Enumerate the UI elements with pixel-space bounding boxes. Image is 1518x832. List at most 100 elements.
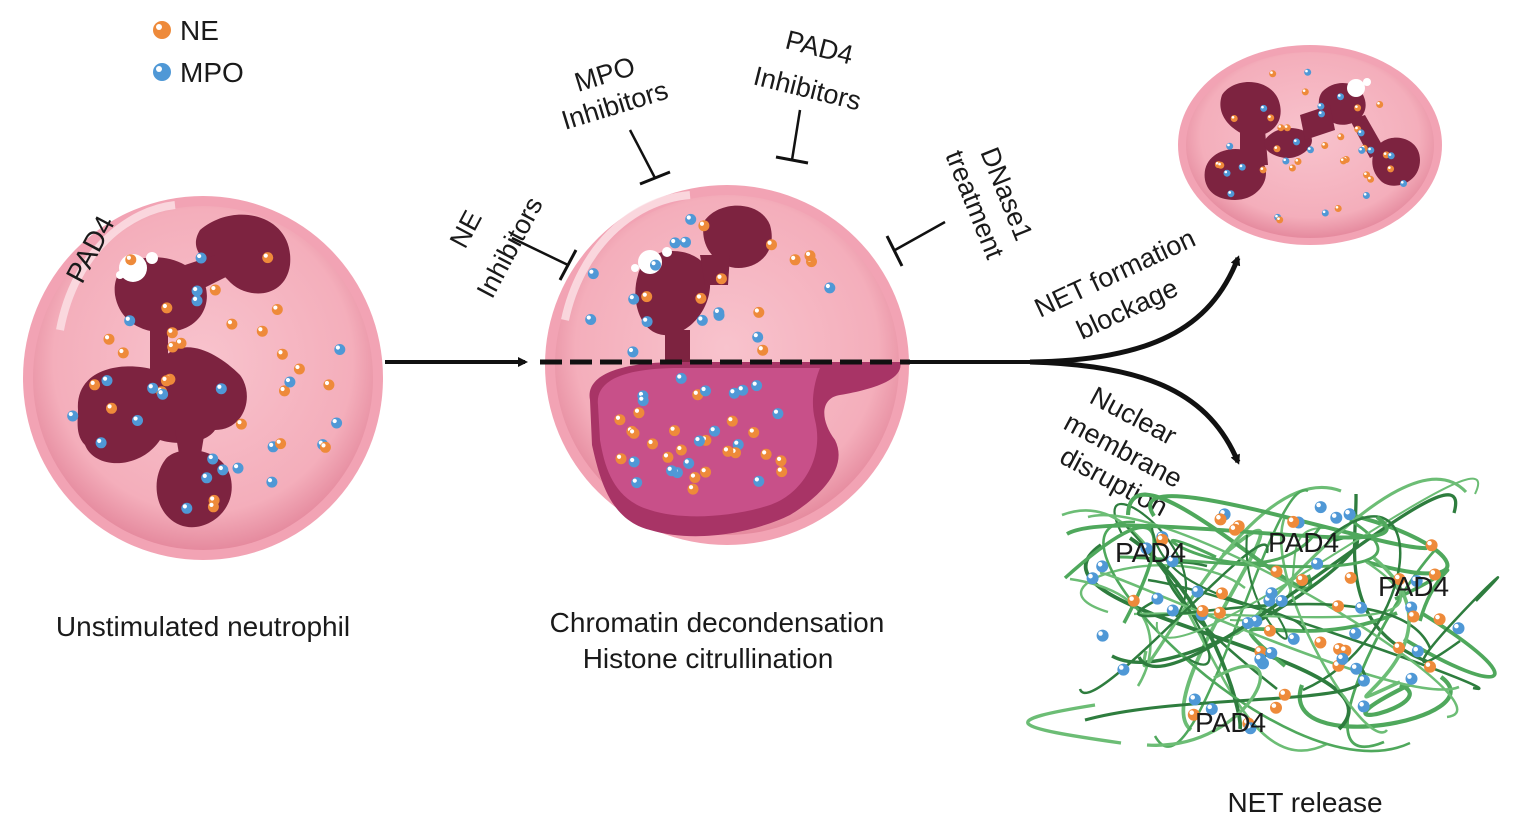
ne-granule xyxy=(614,414,626,426)
ne-granule xyxy=(1407,610,1420,623)
ne-granule xyxy=(1276,216,1284,224)
mpo-granule xyxy=(1227,190,1235,198)
pad4-inhibitor: PAD4 Inhibitors xyxy=(751,25,864,165)
mpo-granule xyxy=(147,382,159,394)
ne-granule xyxy=(1337,133,1345,141)
ne-granule xyxy=(775,455,787,467)
ne-granule xyxy=(175,337,187,349)
mpo-granule xyxy=(201,472,213,484)
net-pad4-label-1: PAD4 xyxy=(1115,537,1186,568)
mpo-granule xyxy=(284,376,296,388)
mpo-legend-label: MPO xyxy=(180,57,244,88)
mpo-granule xyxy=(232,462,244,474)
mpo-granule xyxy=(1188,693,1201,706)
net-strand xyxy=(1066,515,1389,540)
ne-granule xyxy=(753,306,765,318)
mpo-granule xyxy=(1405,672,1418,685)
net-strand xyxy=(1279,515,1389,734)
net-strand xyxy=(1136,599,1432,649)
mpo-granule xyxy=(680,236,691,248)
mpo-granule xyxy=(181,502,193,514)
ne-granule xyxy=(1214,513,1227,526)
ne-granule xyxy=(687,483,699,495)
mpo-granule xyxy=(1318,110,1325,118)
granules-activated xyxy=(585,213,836,495)
ne-granule xyxy=(1216,587,1228,600)
net-strand xyxy=(1233,477,1468,636)
ne-granule xyxy=(647,438,658,450)
mpo-granule xyxy=(1275,595,1288,607)
caption-net-release: NET release xyxy=(1227,787,1382,818)
mpo-granule xyxy=(637,395,649,407)
ne-granule xyxy=(1387,165,1395,173)
mpo-granule xyxy=(1166,604,1179,617)
ne-granule xyxy=(1424,660,1436,673)
ne-granule xyxy=(1288,164,1296,172)
ne-granule xyxy=(1354,104,1362,112)
mpo-granule xyxy=(195,252,207,264)
mpo-granule xyxy=(1254,653,1267,666)
mpo-granule xyxy=(95,437,107,449)
ne-granule xyxy=(1213,606,1226,619)
mpo-granule xyxy=(191,285,203,297)
mpo-granule xyxy=(1307,146,1314,154)
ne-granule xyxy=(675,444,687,456)
mpo-granule xyxy=(1166,555,1179,568)
mpo-granule xyxy=(666,465,678,477)
ne-granule xyxy=(698,220,710,232)
mpo-granule xyxy=(1330,511,1343,524)
ne-granule xyxy=(1321,142,1329,149)
mpo-granule xyxy=(753,475,765,487)
mpo-granule xyxy=(157,388,169,400)
ne-granule xyxy=(789,254,801,266)
ne-granule xyxy=(1393,573,1406,586)
ne-granule xyxy=(117,347,129,359)
net-strand xyxy=(1170,526,1322,565)
ne-granule xyxy=(641,291,653,303)
dnase-treatment: DNase1 treatment xyxy=(885,143,1039,267)
ne-granule xyxy=(275,438,287,450)
ne-granule xyxy=(1196,605,1209,617)
net-strand xyxy=(1155,477,1479,639)
ne-granule xyxy=(89,379,101,391)
mpo-granule xyxy=(1140,542,1153,555)
ne-granule xyxy=(1334,205,1342,212)
ne-granule xyxy=(1393,641,1405,654)
net-pad4-label-4: PAD4 xyxy=(1195,707,1266,738)
mpo-granule xyxy=(1362,192,1370,199)
mpo-granule xyxy=(124,315,136,327)
ne-granule xyxy=(125,254,137,266)
mpo-granule xyxy=(1349,627,1362,640)
net-strand xyxy=(1403,612,1497,679)
mpo-granule xyxy=(217,464,229,476)
ne-granule xyxy=(748,427,760,438)
caption-activated-line1: Chromatin decondensation xyxy=(550,607,885,638)
net-strand xyxy=(1099,571,1460,691)
mpo-granule xyxy=(752,331,764,343)
ne-granule xyxy=(256,325,268,337)
mpo-granule xyxy=(1265,587,1278,600)
nucleus-blocked xyxy=(1204,82,1420,200)
ne-granule xyxy=(1270,701,1282,714)
mpo-granule xyxy=(191,295,203,307)
ne-granule xyxy=(1296,574,1309,586)
mpo-granule xyxy=(1411,645,1424,658)
ne-granule xyxy=(722,445,734,457)
ne-granule xyxy=(776,466,788,478)
ne-granule xyxy=(166,327,178,339)
ne-granule xyxy=(1339,157,1347,165)
mpo-granule xyxy=(1317,102,1325,110)
ne-granule xyxy=(1230,115,1238,122)
net-strand xyxy=(1363,682,1412,717)
ne-granule xyxy=(271,304,283,315)
mpo-granule xyxy=(331,417,343,429)
mpo-granule xyxy=(1357,129,1365,137)
branch-arrows xyxy=(910,255,1241,465)
net-pad4-label-2: PAD4 xyxy=(1268,527,1339,558)
net-strand xyxy=(1394,568,1450,622)
ne-granule xyxy=(319,441,331,453)
net-strand xyxy=(1137,493,1458,668)
mpo-granule xyxy=(587,268,599,280)
ne-granule xyxy=(1127,594,1140,607)
mpo-granule xyxy=(693,435,705,447)
